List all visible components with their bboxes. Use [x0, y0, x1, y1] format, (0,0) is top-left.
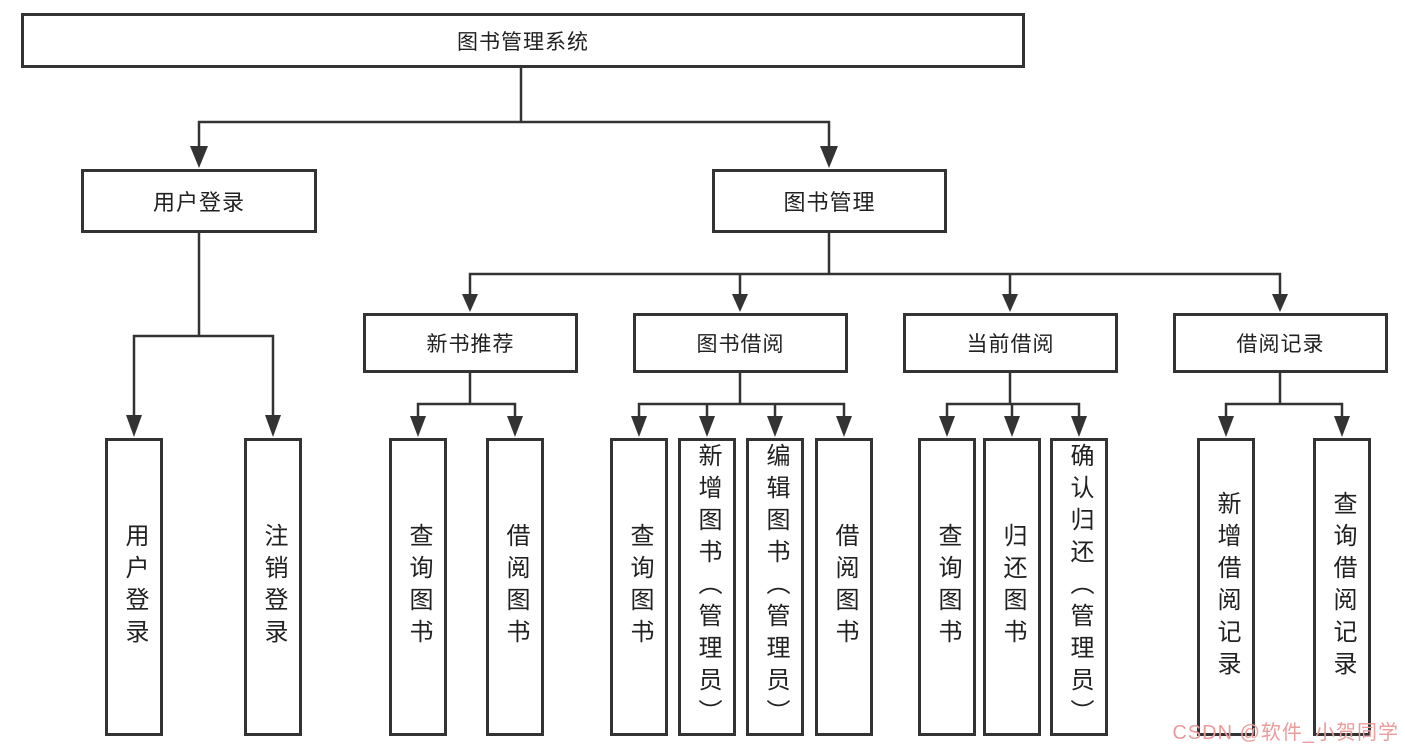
leaf-recommend-borrow-books-label: 借阅图书: [502, 523, 529, 651]
leaf-return-books: 归还图书: [983, 438, 1041, 736]
leaf-query-borrow-record-label: 查询借阅记录: [1329, 491, 1356, 683]
leaf-add-books-admin: 新增图书（管理员）: [678, 438, 736, 736]
leaf-logout: 注销登录: [244, 438, 302, 736]
leaf-borrow-query-books-label: 查询图书: [626, 523, 653, 651]
node-borrow-records: 借阅记录: [1173, 313, 1388, 373]
csdn-watermark: CSDN @软件_小贺同学: [1172, 722, 1399, 744]
node-book-borrow-label: 图书借阅: [696, 333, 785, 356]
node-book-borrow: 图书借阅: [633, 313, 848, 373]
leaf-borrow-books: 借阅图书: [815, 438, 873, 736]
node-current-borrow: 当前借阅: [903, 313, 1118, 373]
node-book-management: 图书管理: [712, 169, 947, 233]
arrowheads: [126, 146, 1350, 437]
node-borrow-records-label: 借阅记录: [1236, 333, 1325, 356]
leaf-add-borrow-record: 新增借阅记录: [1197, 438, 1255, 736]
leaf-borrow-query-books: 查询图书: [610, 438, 668, 736]
node-root-system: 图书管理系统: [21, 13, 1025, 68]
leaf-user-login-label: 用户登录: [121, 523, 148, 651]
leaf-query-borrow-record: 查询借阅记录: [1313, 438, 1371, 736]
leaf-edit-books-admin: 编辑图书（管理员）: [746, 438, 804, 736]
leaf-add-borrow-record-label: 新增借阅记录: [1213, 491, 1240, 683]
node-new-book-recommend-label: 新书推荐: [426, 333, 515, 356]
leaf-return-books-label: 归还图书: [999, 523, 1026, 651]
node-book-management-label: 图书管理: [783, 190, 876, 215]
node-root-label: 图书管理系统: [457, 30, 589, 54]
node-user-login-label: 用户登录: [152, 190, 245, 215]
leaf-logout-label: 注销登录: [260, 523, 287, 651]
leaf-edit-books-admin-label: 编辑图书（管理员）: [762, 443, 789, 731]
leaf-confirm-return-admin-label: 确认归还（管理员）: [1066, 443, 1093, 731]
leaf-current-query-books-label: 查询图书: [934, 523, 961, 651]
leaf-add-books-admin-label: 新增图书（管理员）: [694, 443, 721, 731]
leaf-confirm-return-admin: 确认归还（管理员）: [1050, 438, 1108, 736]
node-new-book-recommend: 新书推荐: [363, 313, 578, 373]
node-user-login: 用户登录: [81, 169, 317, 233]
leaf-recommend-borrow-books: 借阅图书: [486, 438, 544, 736]
leaf-recommend-query-books: 查询图书: [389, 438, 447, 736]
leaf-borrow-books-label: 借阅图书: [831, 523, 858, 651]
leaf-current-query-books: 查询图书: [918, 438, 976, 736]
leaf-user-login: 用户登录: [105, 438, 163, 736]
leaf-recommend-query-books-label: 查询图书: [405, 523, 432, 651]
node-current-borrow-label: 当前借阅: [966, 333, 1055, 356]
